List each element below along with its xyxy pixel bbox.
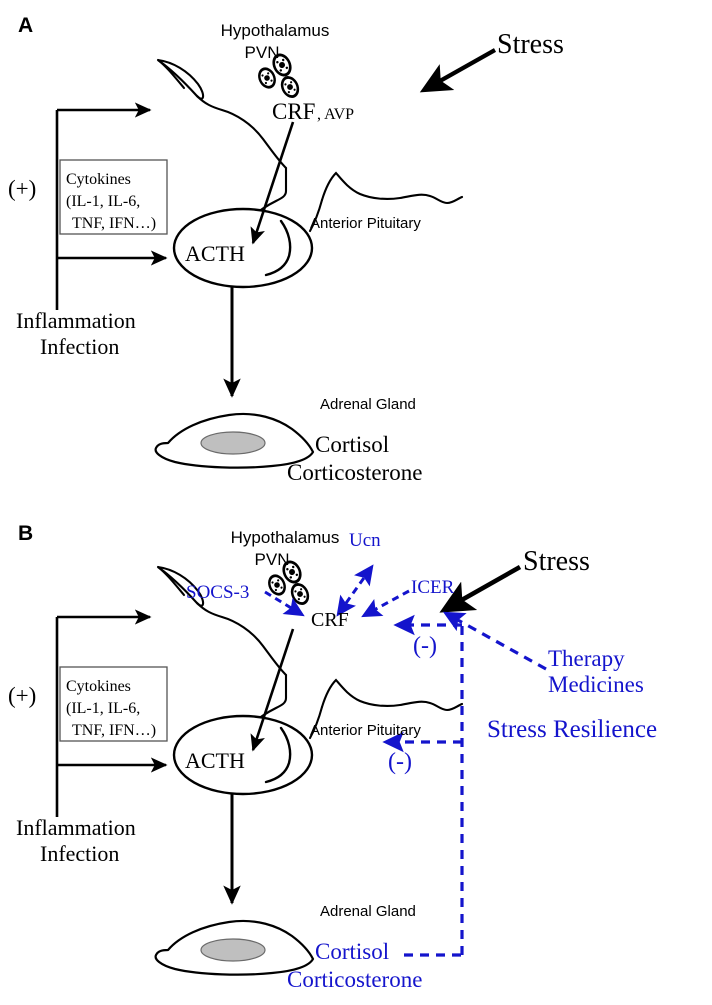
hypothalamus-neuron-a [156,58,288,170]
label-cortisol-a: Cortisol [315,432,389,457]
label-inflammation-b: Inflammation [16,815,136,840]
cytokine-line3-b: TNF, IFN…) [72,722,156,739]
label-stress-resilience: Stress Resilience [487,716,657,743]
label-adrenal-gland-a: Adrenal Gland [320,396,416,413]
label-corticosterone-b: Corticosterone [287,967,422,992]
stress-arrow-b [439,564,522,613]
hypothalamus-neuron-b [156,565,288,677]
label-cortisol-b: Cortisol [315,939,389,964]
crf-to-pituitary-arrow-b [250,628,295,752]
label-hypothalamus-b: Hypothalamus [231,528,340,547]
label-acth-a: ACTH [185,241,245,266]
label-icer: ICER [411,577,455,598]
pvn-vesicles-a [258,53,300,98]
panel-b-letter: B [18,522,33,545]
crf-to-pituitary-arrow-a [250,121,295,245]
cytokine-line3-a: TNF, IFN…) [72,215,156,232]
cytokine-line2-b: (IL-1, IL-6, [66,700,140,717]
label-ucn: Ucn [349,530,381,551]
blue-modulator-arrows [264,564,410,618]
ucn-arrow [336,564,374,617]
label-anterior-pituitary-b: Anterior Pituitary [310,722,421,739]
label-hypothalamus-a: Hypothalamus [221,21,330,40]
therapy-arrow [442,611,547,671]
label-pvn-a: PVN [245,43,280,62]
label-minus-lower: (-) [388,749,412,775]
label-therapy-line1: Therapy [548,646,625,671]
label-avp-a: , AVP [317,106,354,123]
adrenal-nucleus-b [200,938,266,962]
panel-a-letter: A [18,14,33,37]
adrenal-gland-a [154,412,315,469]
label-corticosterone-a: Corticosterone [287,460,422,485]
anterior-pituitary-b [172,714,314,796]
anterior-pituitary-a [172,207,314,289]
label-pvn-b: PVN [255,550,290,569]
label-stress-a: Stress [497,29,564,60]
negative-feedback-loop [382,611,547,957]
cytokine-box-b [59,666,168,742]
stress-arrow-a [419,48,497,93]
label-crf-a: CRF [272,99,315,124]
label-plus-b: (+) [8,683,36,708]
label-infection-b: Infection [40,841,119,866]
label-infection-a: Infection [40,334,119,359]
cytokine-line1-a: Cytokines [66,171,131,188]
cytokine-bracket-a [55,102,168,310]
cytokine-bracket-b [55,609,168,817]
label-acth-b: ACTH [185,748,245,773]
adrenal-gland-b [154,919,315,976]
label-inflammation-a: Inflammation [16,308,136,333]
cytokine-box-a [59,159,168,235]
label-anterior-pituitary-a: Anterior Pituitary [310,215,421,232]
cytokine-line1-b: Cytokines [66,678,131,695]
icer-arrow [361,589,410,618]
label-adrenal-gland-b: Adrenal Gland [320,903,416,920]
label-socs3: SOCS-3 [186,582,249,603]
label-stress-b: Stress [523,546,590,577]
cytokine-line2-a: (IL-1, IL-6, [66,193,140,210]
label-plus-a: (+) [8,176,36,201]
label-therapy-line2: Medicines [548,672,644,697]
label-minus-upper: (-) [413,633,437,659]
adrenal-nucleus-a [200,431,266,455]
label-crf-b: CRF [311,609,349,631]
